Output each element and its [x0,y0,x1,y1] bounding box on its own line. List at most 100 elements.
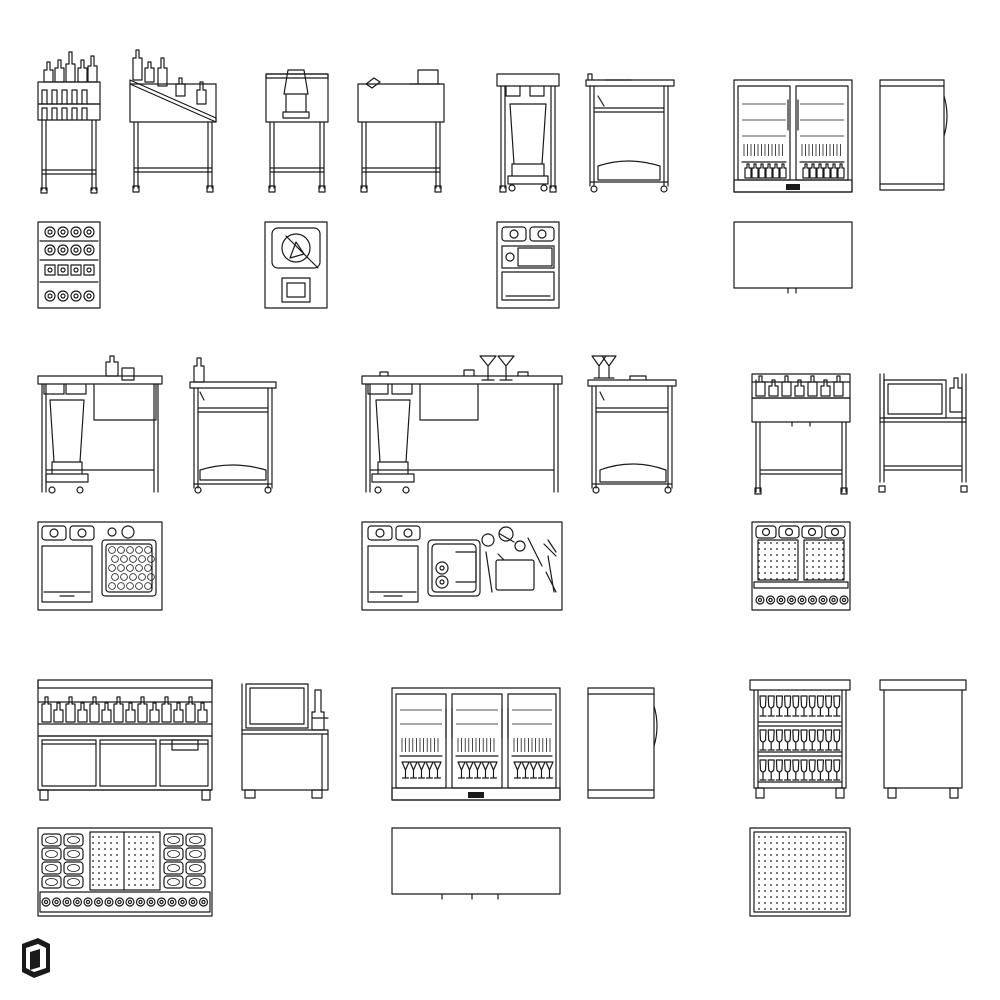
plan-bottle-ring [95,898,103,906]
prep-container [42,834,61,846]
prep-container-contents [68,879,80,886]
ice-cube [109,565,116,572]
plan-bottle-cap [160,900,163,903]
plan-bottle-cap [74,248,78,252]
plan-bottle-cap [790,598,793,601]
ice-cube [127,547,134,554]
plan-bottle-ring [84,898,92,906]
ice-cube [118,583,125,590]
waste-station-plan [497,222,559,308]
fridge-bottle [780,164,786,178]
prep-bottle [162,697,171,722]
hanging-glass [801,696,807,716]
hanging-glass [834,730,840,750]
plan-bottle-cap [821,598,824,601]
ice-cube [127,565,134,572]
plan-bottle-square [58,265,68,275]
plan-bottle-cap [181,900,184,903]
triple-door-fridge-side-elevation [588,688,657,798]
sink-station-side-elevation [588,356,676,493]
ice-cube [139,556,146,563]
prep-bottle [78,703,87,722]
ice-cube [145,583,152,590]
plan-bottle-ring [53,898,61,906]
prep-container-contents [46,879,58,886]
prep-container [186,848,205,860]
rail-bottle [808,376,817,396]
prep-counter-front-elevation [38,680,212,800]
prep-container-contents [68,851,80,858]
plan-bottle-ring [830,596,838,604]
ice-cube [139,574,146,581]
prep-container-contents [168,837,180,844]
prep-bottle [150,703,159,722]
plan-bottle-square [45,265,55,275]
prep-container-contents [190,879,202,886]
hanging-glass [793,696,799,716]
fridge-bottle [773,164,779,178]
hanging-glass [776,696,782,716]
hanging-glass [809,730,815,750]
prep-bottle [174,703,183,722]
plan-bottle-ring [71,291,81,301]
fridge-glass [538,762,545,778]
plan-bottle-cap [832,598,835,601]
prep-container-contents [190,851,202,858]
waste-station-side-elevation [586,74,674,192]
prep-container-contents [68,865,80,872]
prep-container [186,876,205,888]
hanging-glass [826,760,832,780]
plan-bottle-cap [149,900,152,903]
fridge-glass [458,762,465,778]
plan-bottle-cap [87,268,91,272]
ice-cube [148,574,155,581]
plan-bottle-ring [58,227,68,237]
plan-bottle-ring [84,227,94,237]
plan-bottle-cap [74,268,78,272]
glass-rack-cabinet-plan [750,828,850,916]
rail-bottle [795,380,804,396]
ice-well-station-plan [38,522,162,610]
plan-bottle-cap [87,294,91,298]
glass-rack-cabinet-side-elevation [880,680,966,798]
plan-bottle-cap [48,248,52,252]
hanging-glass [785,760,791,780]
plan-bottle-cap [48,268,52,272]
plan-bottle-ring [840,596,848,604]
prep-container [42,848,61,860]
plan-bottle-cap [118,900,121,903]
bottle-station-side-elevation [130,50,216,192]
fridge-bottle [803,164,809,178]
fridge-bottle [831,164,837,178]
fridge-glass [402,762,409,778]
hanging-glass [826,696,832,716]
prep-counter-side-elevation [242,684,328,798]
prep-container-contents [168,851,180,858]
plan-bottle-ring [819,596,827,604]
plan-bottle-ring [158,898,166,906]
prep-bottle [186,697,195,722]
plan-bottle-cap [139,900,142,903]
plan-bottle-ring [798,596,806,604]
rail-bottle [834,376,843,396]
fridge-glass [490,762,497,778]
fridge-glass [426,762,433,778]
prep-container [42,862,61,874]
prep-container-contents [46,837,58,844]
prep-container [186,834,205,846]
hanging-glass [793,730,799,750]
sink-station-front-elevation [362,356,562,493]
bottle-rail-station-side-elevation [879,374,967,492]
plan-bottle-ring [105,898,113,906]
fridge-glass [466,762,473,778]
fridge-glass [522,762,529,778]
plan-bottle-ring [147,898,155,906]
hanging-glass [785,696,791,716]
hanging-glass [801,760,807,780]
bottle-rail-station-plan [752,522,850,610]
prep-bottle [42,697,51,722]
blender-station-plan [265,222,327,308]
prep-container-contents [168,865,180,872]
double-door-fridge-side-elevation [880,80,947,190]
